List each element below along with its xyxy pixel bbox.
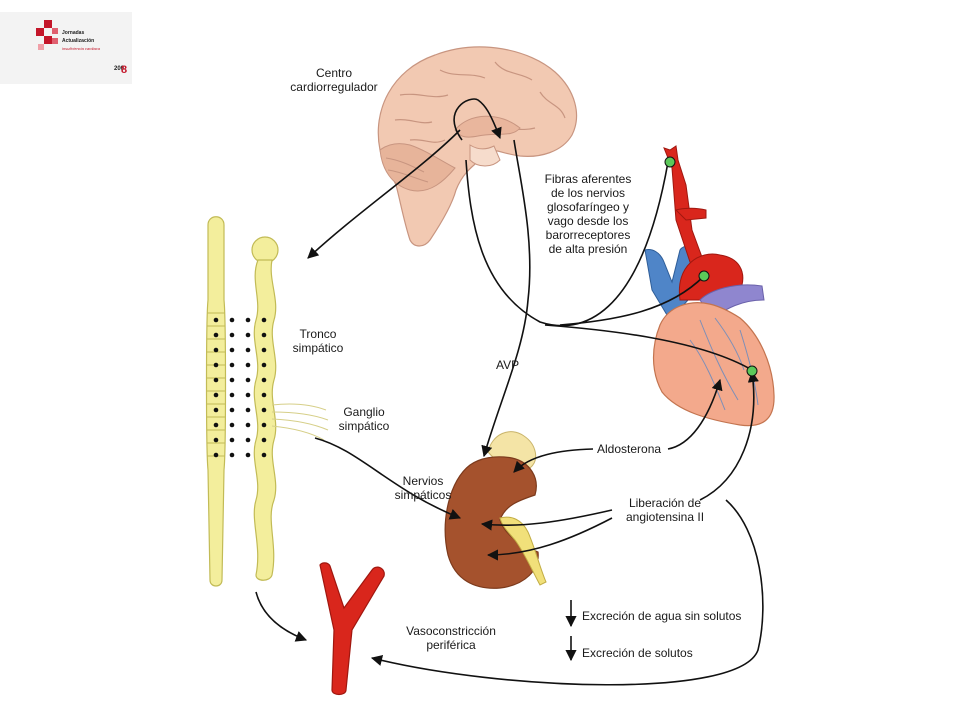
peripheral-vessel — [319, 562, 385, 696]
arrow-avp-to-kidney — [481, 139, 531, 458]
afferent-fibre-cardiac — [544, 324, 753, 371]
logo-line-2: Actualización — [62, 38, 95, 44]
label-fibras-aferentes: Fibras aferentes de los nervios glosofar… — [544, 172, 632, 256]
preganglionic-dots — [213, 317, 267, 458]
label-ganglio-simpatico: Ganglio simpático — [338, 405, 390, 433]
label-nervios-simpaticos: Nervios simpáticos — [394, 474, 452, 502]
afferent-fibre-aortic — [559, 275, 705, 326]
label-vasoconstriccion: Vasoconstricción periférica — [406, 624, 496, 652]
label-excrecion-solutos: Excreción de solutos — [582, 646, 693, 660]
arrow-sympathetic-to-kidney — [314, 437, 462, 520]
baroreceptor-carotid — [664, 156, 676, 168]
sympathetic-trunk — [251, 236, 279, 581]
logo-year-digit: 8 — [121, 64, 128, 76]
label-liberacion-angiotensina: Liberación de angiotensina II — [625, 496, 705, 524]
afferent-fibre-carotid — [465, 159, 669, 327]
baroreceptor-aortic — [698, 270, 710, 282]
arrow-aldosterone-to-adrenal — [513, 448, 594, 473]
label-avp: AVP — [496, 358, 520, 372]
arrow-angiotensin-to-heart — [699, 370, 759, 501]
label-centro-cardiorregulador: Centro cardiorregulador — [290, 66, 378, 94]
event-logo: Jornadas Actualización insuficiencia car… — [0, 12, 132, 84]
arrow-angiotensin-to-kidney-2 — [486, 517, 613, 561]
arrow-angiotensin-to-vessel — [370, 499, 764, 686]
label-excrecion-agua: Excreción de agua sin solutos — [582, 609, 742, 623]
arrow-aldosterone-to-heart — [667, 378, 723, 450]
brain-illustration — [377, 46, 578, 247]
ganglion-fibres — [271, 403, 329, 441]
kidney-illustration — [444, 431, 547, 589]
heart-illustration — [644, 145, 775, 427]
baroreceptor-cardiac — [746, 365, 758, 377]
spinal-cord — [205, 216, 227, 587]
logo-mark-icon — [36, 20, 58, 50]
label-aldosterona: Aldosterona — [597, 442, 662, 456]
arrow-loop-to-brain — [453, 98, 502, 141]
logo-line-3: insuficiencia cardiaca — [62, 46, 101, 51]
logo-year: 200 — [114, 66, 125, 72]
arrow-trunk-to-vessel — [255, 591, 308, 642]
arrow-brain-to-spinal — [307, 129, 461, 259]
arrow-angiotensin-to-kidney-1 — [480, 509, 613, 531]
logo-line-1: Jornadas — [62, 30, 85, 36]
label-tronco-simpatico: Tronco simpático — [292, 327, 344, 355]
